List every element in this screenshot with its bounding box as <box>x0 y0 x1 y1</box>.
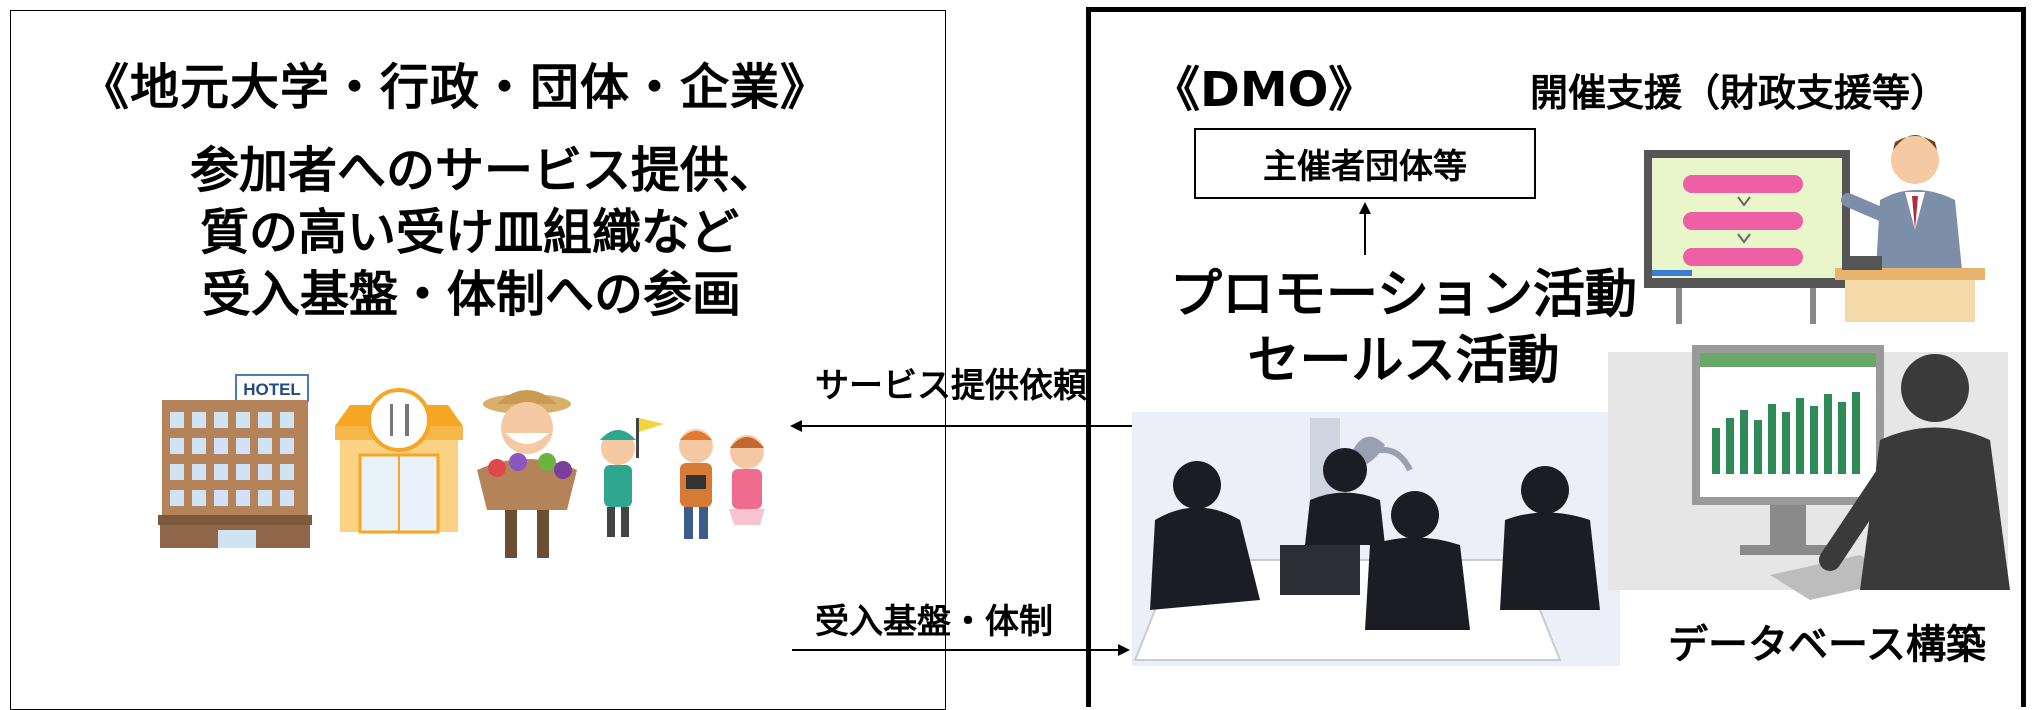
right-panel <box>1086 7 2026 707</box>
tourist-group-icon <box>600 418 765 539</box>
hotel-sign: HOTEL <box>243 380 301 399</box>
service-request-label: サービス提供依頼 <box>815 366 1087 406</box>
dmo-title: 《DMO》 <box>1152 62 1377 118</box>
infrastructure-label: 受入基盤・体制 <box>815 602 1053 642</box>
farmer-icon <box>477 390 577 558</box>
support-title: 開催支援（財政支援等） <box>1530 71 1949 115</box>
description-line-1: 参加者へのサービス提供、 <box>190 142 779 199</box>
hotel-icon <box>158 374 312 548</box>
database-label: データベース構築 <box>1668 622 1986 668</box>
left-panel-description: 参加者へのサービス提供、 質の高い受け皿組織など 受入基盤・体制への参画 <box>190 140 778 326</box>
database-analyst-icon <box>1608 345 2010 600</box>
promotion-line-1: プロモーション活動 <box>1170 265 1637 325</box>
description-line-2: 質の高い受け皿組織など <box>200 204 740 261</box>
organizer-box: 主催者団体等 <box>1194 128 1536 199</box>
restaurant-icon <box>335 388 463 534</box>
left-panel-title: 《地元大学・行政・団体・企業》 <box>80 59 831 116</box>
meeting-icon <box>1132 412 1620 666</box>
description-line-3: 受入基盤・体制への参画 <box>202 266 742 323</box>
promotion-line-2: セールス活動 <box>1247 331 1560 391</box>
presentation-icon <box>1644 135 1985 324</box>
promotion-text: プロモーション活動 セールス活動 <box>1170 262 1637 394</box>
diagram-graphics: HOTEL <box>158 135 2010 666</box>
